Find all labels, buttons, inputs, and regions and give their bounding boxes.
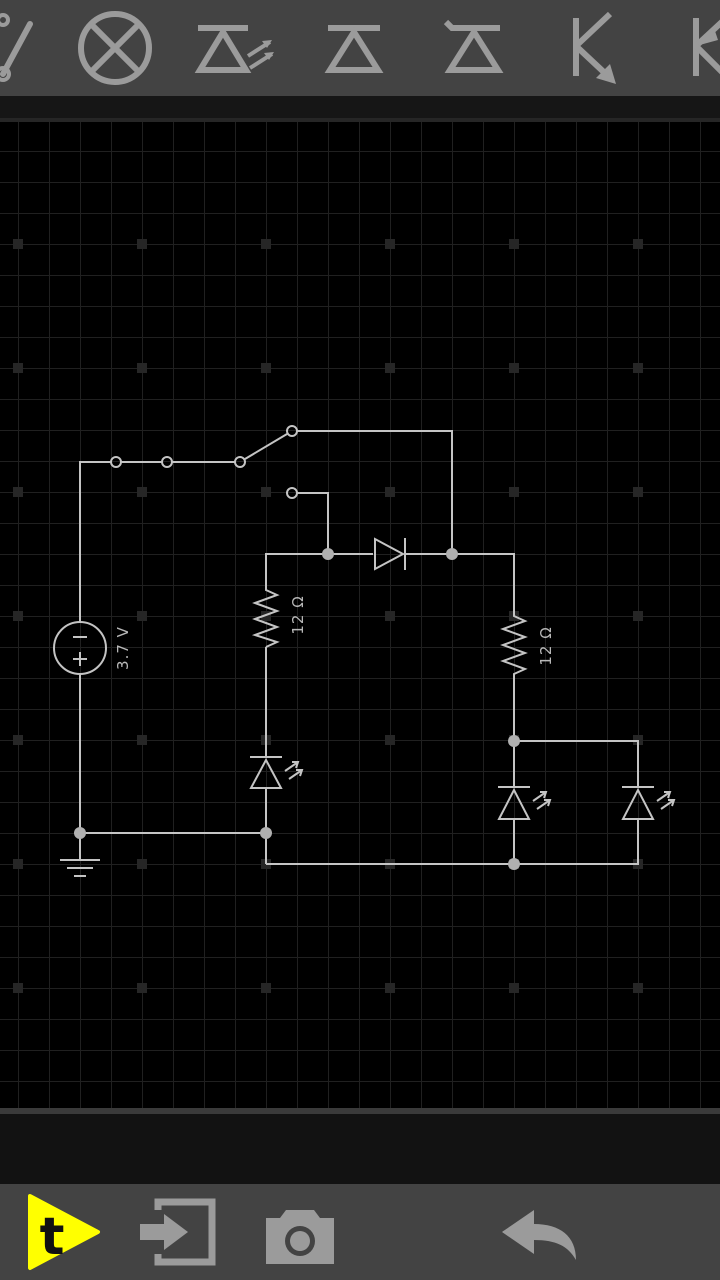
export-button[interactable] <box>134 1184 220 1280</box>
undo-icon <box>502 1210 576 1260</box>
component-toolbar <box>0 0 720 96</box>
spdt-switch[interactable] <box>110 425 298 499</box>
resistor-left-label: 12 Ω <box>289 595 307 634</box>
wire-icon <box>0 13 33 82</box>
npn-transistor-icon <box>573 11 616 84</box>
resistor-right-label: 12 Ω <box>537 626 555 665</box>
zener-diode-icon <box>443 19 504 73</box>
led-right[interactable] <box>621 786 676 820</box>
led-icon <box>194 25 274 73</box>
diode-tool[interactable] <box>322 0 386 96</box>
lamp-icon <box>78 11 152 85</box>
camera-button[interactable] <box>258 1184 342 1280</box>
circuit-canvas[interactable]: 3.7 V 12 Ω 12 Ω <box>0 122 720 1110</box>
undo-button[interactable] <box>494 1184 586 1280</box>
npn-transistor-tool[interactable] <box>562 0 626 96</box>
status-strip <box>0 1114 720 1184</box>
ground-symbol <box>60 859 100 877</box>
circuit-diagram: 3.7 V 12 Ω 12 Ω <box>13 239 676 993</box>
toolbar-separator-line <box>0 118 720 122</box>
diode-icon <box>324 25 384 73</box>
diode[interactable] <box>374 537 406 571</box>
led-tool[interactable] <box>192 0 280 96</box>
wire-tool[interactable] <box>0 0 44 96</box>
bottom-separator <box>0 1108 720 1114</box>
resistor-left[interactable] <box>251 587 280 648</box>
logo-button[interactable]: t <box>22 1184 104 1280</box>
logo-icon: t <box>28 1194 100 1270</box>
lamp-tool[interactable] <box>74 0 156 96</box>
svg-text:t: t <box>40 1207 65 1267</box>
led-middle[interactable] <box>497 786 552 820</box>
camera-icon <box>266 1210 334 1264</box>
junction-nodes <box>74 548 520 870</box>
resistor-right[interactable] <box>500 613 528 680</box>
zener-diode-tool[interactable] <box>442 0 506 96</box>
grid-major-dots <box>13 239 643 993</box>
pnp-transistor-icon <box>693 18 720 76</box>
led-left[interactable] <box>249 756 304 789</box>
battery[interactable] <box>53 621 107 675</box>
pnp-transistor-tool[interactable] <box>684 0 720 96</box>
battery-label: 3.7 V <box>114 626 132 670</box>
toolbar-separator <box>0 96 720 118</box>
export-icon <box>140 1198 216 1266</box>
bottom-action-bar: t <box>0 1184 720 1280</box>
